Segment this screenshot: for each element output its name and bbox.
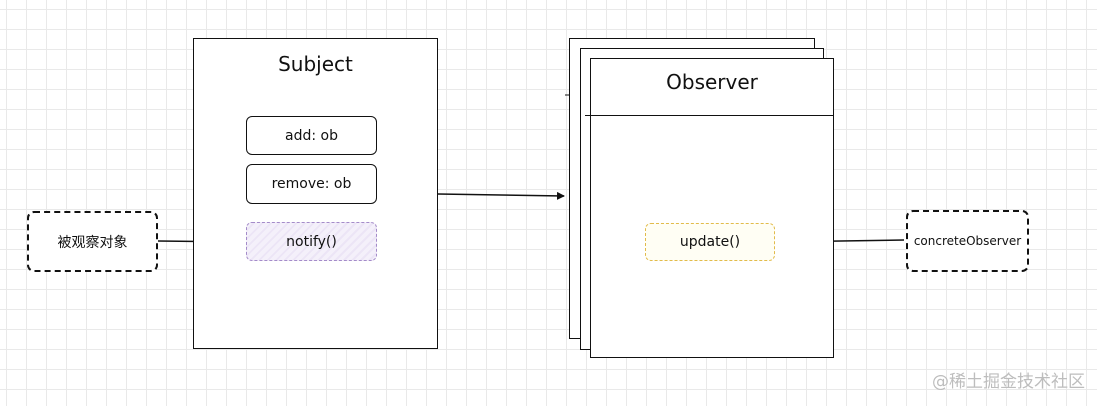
observer-title: Observer (666, 70, 758, 94)
remove-method-box: remove: ob (246, 164, 377, 204)
add-method-box: add: ob (246, 116, 377, 155)
watermark-text: @稀土掘金技术社区 (932, 372, 1085, 392)
arrow-subject-to-observer (437, 191, 565, 200)
concrete-observer-box: concreteObserver (906, 210, 1029, 272)
subject-title: Subject (278, 52, 353, 76)
observed-object-box: 被观察对象 (27, 211, 158, 272)
notify-method-box: notify() (246, 222, 377, 261)
observer-divider (585, 115, 833, 116)
observer-box: Observer (585, 58, 834, 358)
update-method-box: update() (645, 223, 775, 261)
